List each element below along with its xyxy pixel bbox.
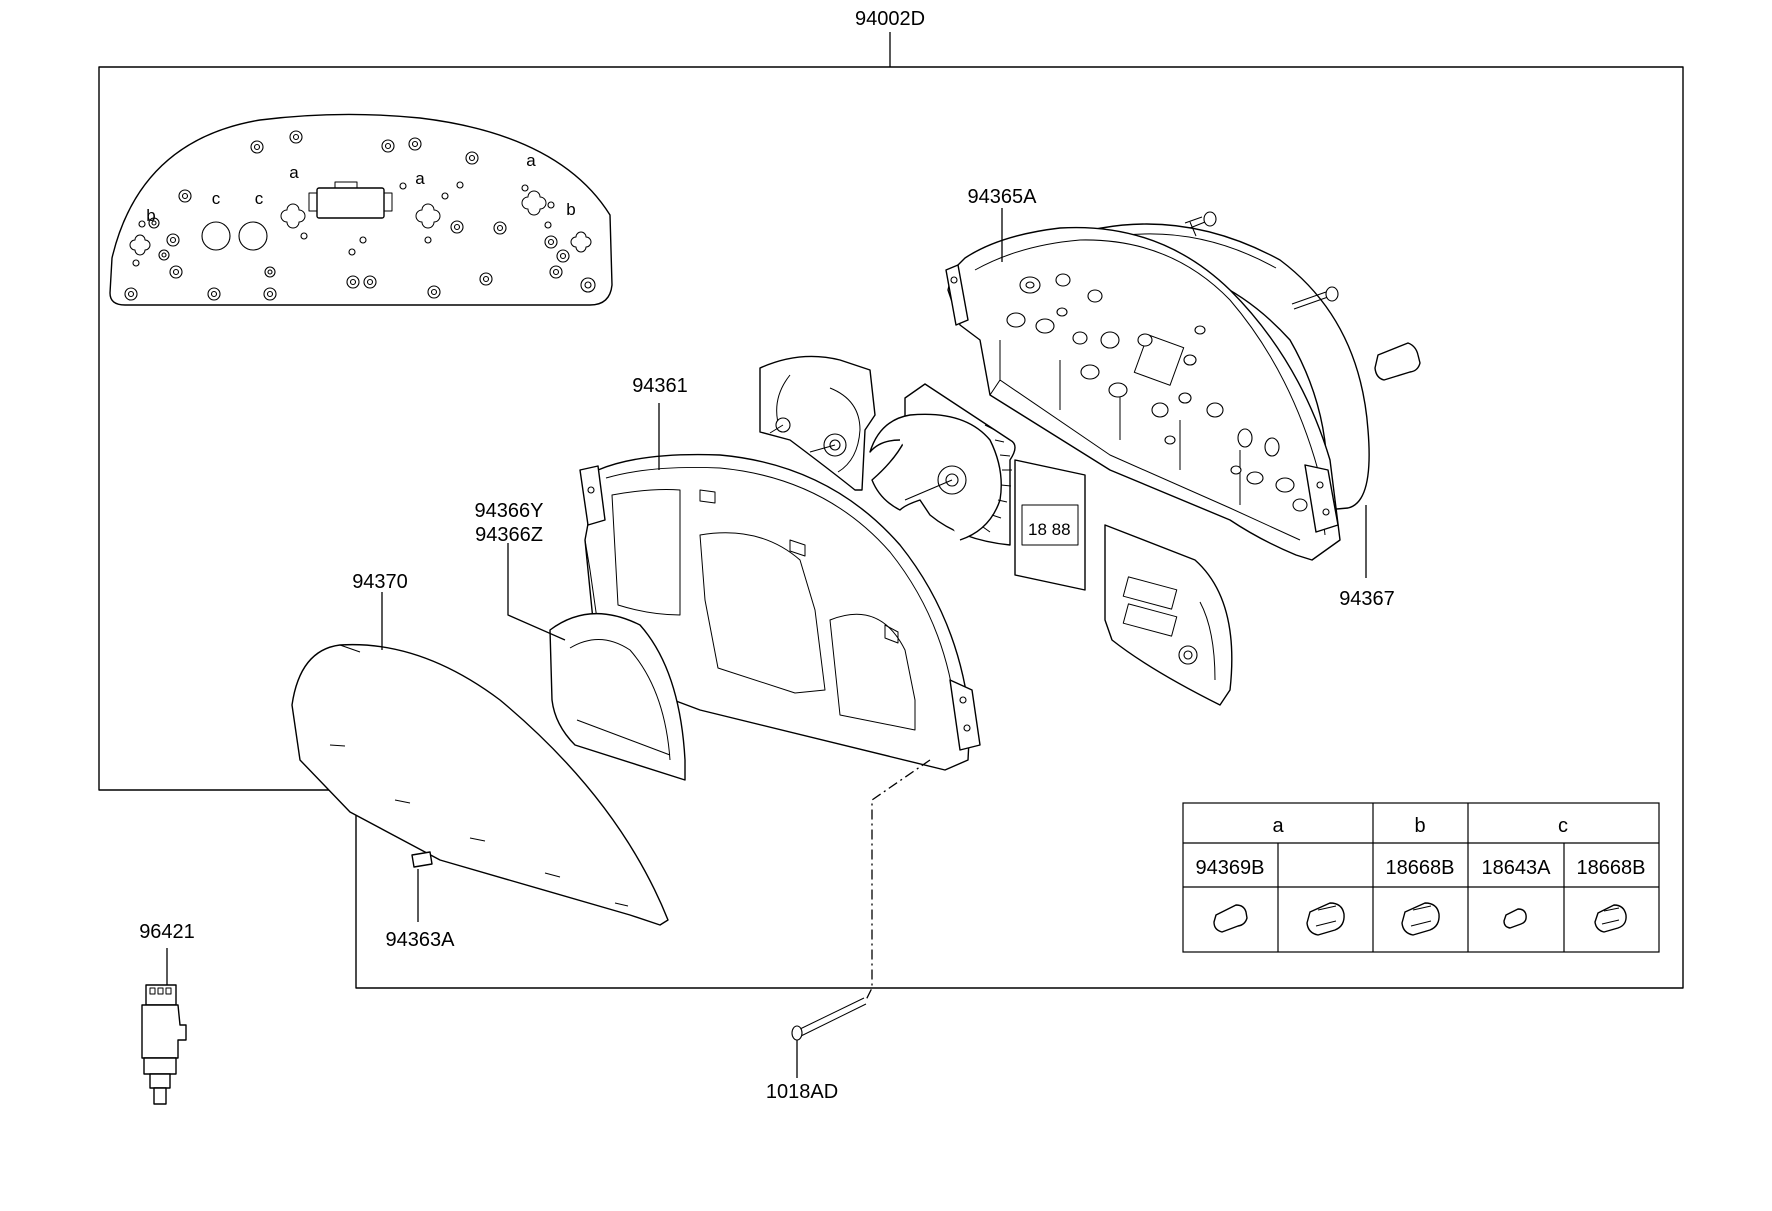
callout-mask: 94361 — [632, 375, 688, 397]
pcb-marker: b — [146, 206, 155, 225]
bezel-ring — [549, 612, 686, 781]
legend-group-a: a — [1272, 815, 1284, 837]
bulb-legend-table: a b c 94369B 18668B 18643A 18668B — [1182, 802, 1660, 953]
back-case — [945, 211, 1421, 561]
callout-glass: 94370 — [352, 571, 408, 593]
lcd-pad — [411, 851, 433, 868]
speed-sensor — [141, 984, 187, 1105]
bulb-socket-icon — [1401, 902, 1440, 936]
legend-group-b: b — [1414, 815, 1425, 837]
legend-part: 94369B — [1196, 857, 1265, 879]
pcb-marker: c — [255, 189, 264, 208]
bulb-socket-icon — [1306, 902, 1345, 936]
pcb-marker: a — [415, 169, 425, 188]
legend-part: 18668B — [1386, 857, 1455, 879]
legend-part: 18668B — [1577, 857, 1646, 879]
pcb-marker: a — [526, 151, 536, 170]
callout-lcd-pad: 94363A — [386, 929, 456, 951]
callout-sensor: 96421 — [139, 921, 195, 943]
legend-part: 18643A — [1482, 857, 1552, 879]
svg-text:18 88: 18 88 — [1028, 520, 1071, 539]
callout-screw: 1018AD — [766, 1081, 838, 1103]
pcb-marker: c — [212, 189, 221, 208]
callout-ring-y: 94366Y — [475, 500, 544, 522]
callout-assembly: 94002D — [855, 8, 925, 30]
temp-gauge-plate — [1104, 524, 1233, 706]
fuel-gauge-plate — [759, 355, 876, 491]
glass-lens — [291, 643, 669, 926]
bulb-socket-icon — [1594, 904, 1627, 933]
legend-group-c: c — [1558, 815, 1568, 837]
callout-back-case: 94365A — [968, 186, 1038, 208]
pcb-marker: a — [289, 163, 299, 182]
mini-bulb-icon — [1503, 908, 1527, 929]
pcb-marker: b — [566, 200, 575, 219]
instrument-mask — [579, 453, 981, 771]
callout-gasket: 94367 — [1339, 588, 1395, 610]
circuit-board: a a a b b c c — [109, 113, 613, 306]
wedge-bulb-icon — [1213, 904, 1248, 933]
callout-ring-z: 94366Z — [475, 524, 543, 546]
speedometer-dial: 18 88 — [869, 383, 1086, 591]
screw — [791, 997, 867, 1041]
